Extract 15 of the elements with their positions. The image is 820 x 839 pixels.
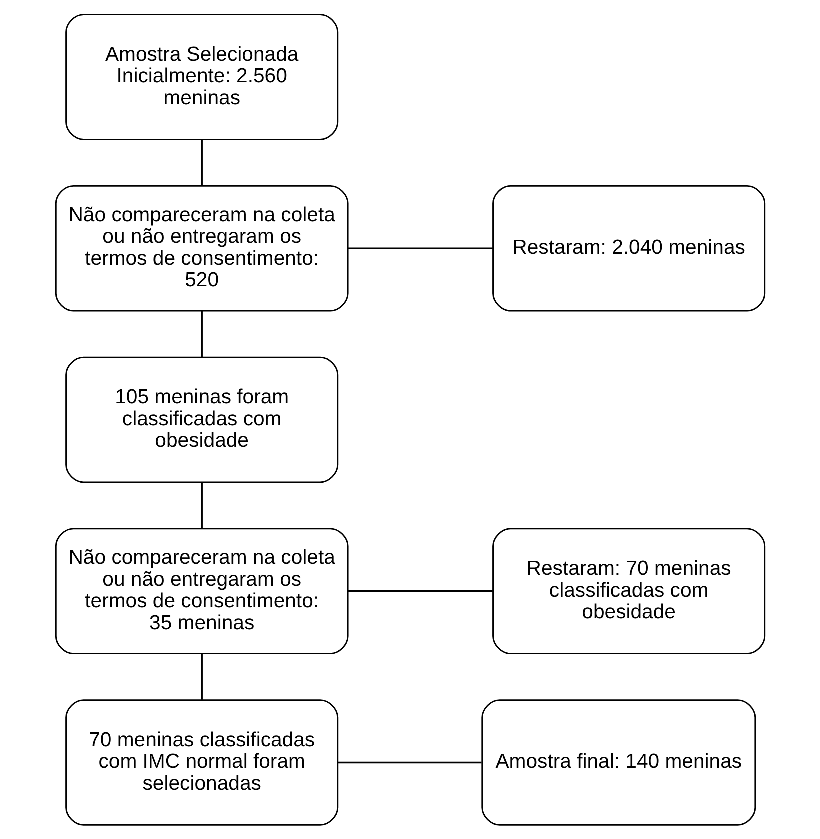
connector [338,761,482,764]
connector [200,140,202,186]
connector [200,654,202,700]
node-box: Não compareceram na coleta ou não entregaram os termos de consentimento: 35 meninas [54,528,348,654]
node-box: Amostra Selecionada Inicialmente: 2.560 meninas [65,14,338,140]
node-box: 105 meninas foram classificadas com obesidade [65,356,338,483]
node-box: Amostra final: 140 meninas [481,699,756,826]
node-box: 70 meninas classificadas com IMC normal foram selecionadas [65,699,338,826]
connector [200,310,202,357]
connector [348,247,492,249]
node-box: Não compareceram na coleta ou não entregaram os termos de consentimento: 520 [54,184,348,312]
connector [200,482,202,528]
node-box: Restaram: 2.040 meninas [492,184,766,312]
node-box: Restaram: 70 meninas classificadas com obesidade [492,528,766,654]
connector [348,590,492,592]
